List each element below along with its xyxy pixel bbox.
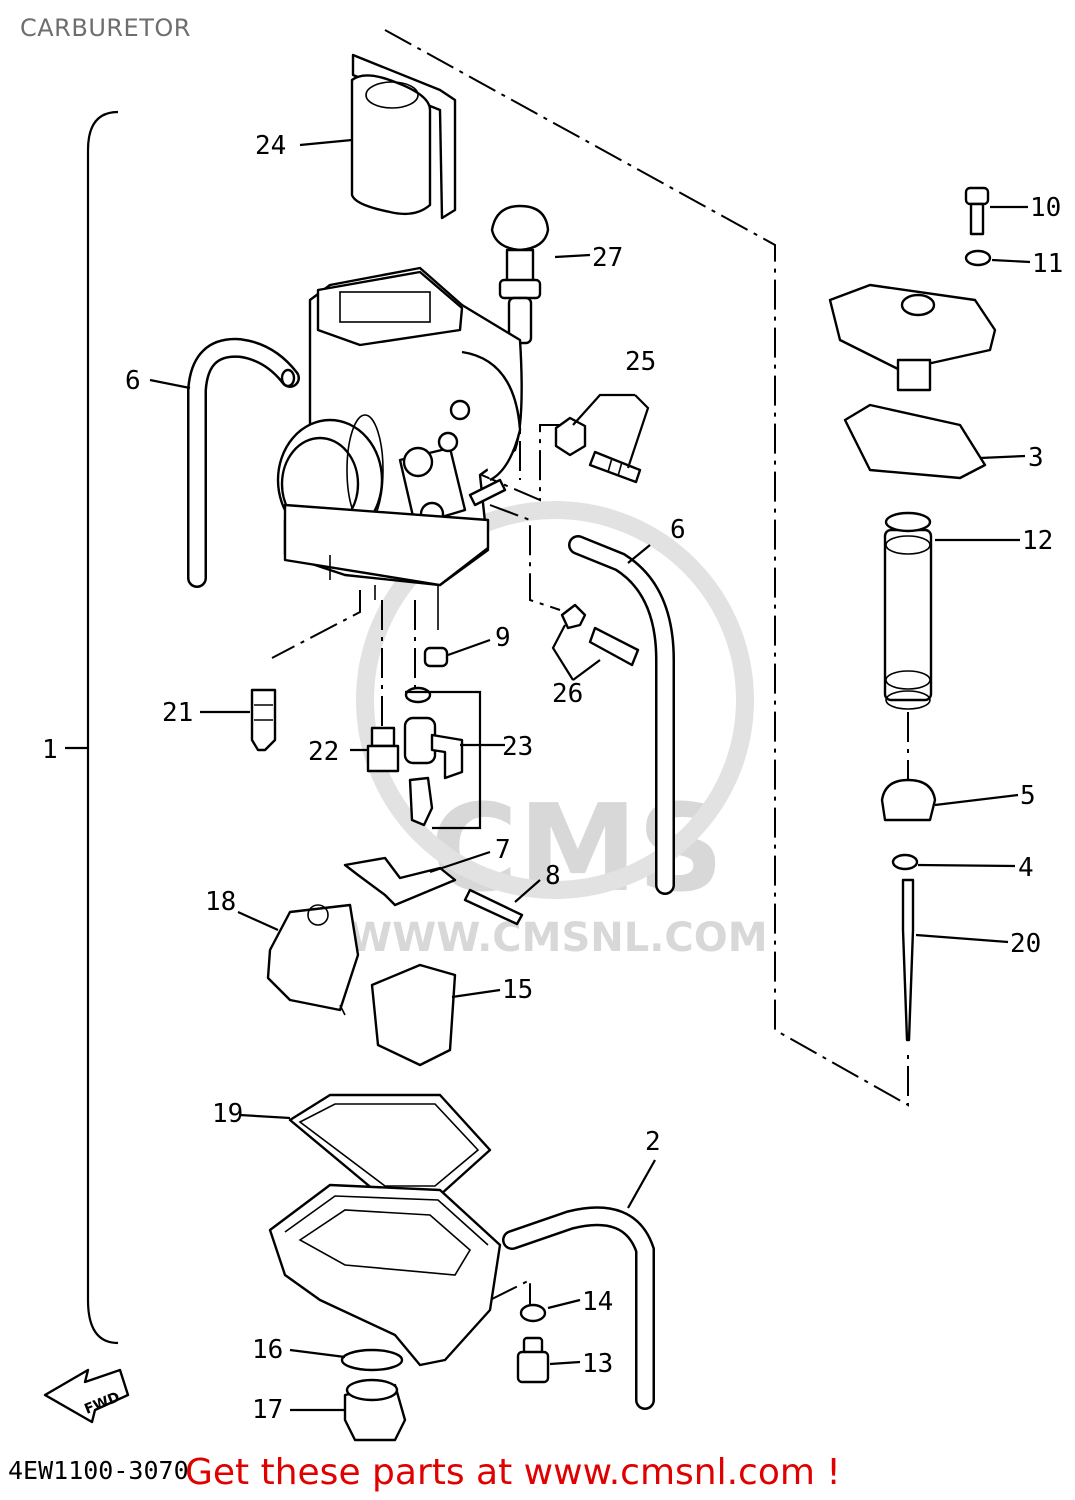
part-24-throttle-slide <box>350 53 457 220</box>
callout-18: 18 <box>205 887 236 917</box>
dash-line-26 <box>489 504 561 611</box>
part-14-washer <box>519 1303 547 1323</box>
part-code: 4EW1100-3070 <box>8 1456 189 1485</box>
fwd-arrow: FWD <box>43 1368 130 1424</box>
callout-14: 14 <box>582 1287 613 1317</box>
part-19-gasket <box>288 1093 492 1197</box>
callout-12: 12 <box>1022 526 1053 556</box>
callout-25: 25 <box>625 347 656 377</box>
callout-20: 20 <box>1010 929 1041 959</box>
part-12-spring <box>883 511 933 710</box>
part-5-holder <box>880 778 937 822</box>
part-4-clip <box>891 853 919 871</box>
part-16-o-ring <box>340 1348 404 1372</box>
callout-19: 19 <box>212 1099 243 1129</box>
dashed-frame <box>384 29 909 1107</box>
part-26-screw-set <box>560 603 640 667</box>
callout-1: 1 <box>42 735 58 765</box>
dash-line-25 <box>469 424 560 502</box>
part-10-screw <box>964 186 990 236</box>
part-15-float <box>370 963 457 1067</box>
callout-6-right: 6 <box>670 515 686 545</box>
callout-24: 24 <box>255 131 286 161</box>
part-13-screw <box>516 1336 550 1384</box>
callout-10: 10 <box>1030 193 1061 223</box>
part-27-starter-plunger <box>490 204 550 345</box>
callout-17: 17 <box>252 1395 283 1425</box>
part-20-jet-needle <box>901 878 915 1042</box>
float-bowl <box>268 1183 502 1367</box>
part-8-float-pin <box>463 888 524 926</box>
watermark-url: WWW.CMSNL.COM <box>348 915 768 961</box>
callout-11: 11 <box>1032 249 1063 279</box>
leader-lines <box>65 138 1031 1412</box>
dash-line-21 <box>271 590 361 659</box>
page-title: CARBURETOR <box>20 14 191 42</box>
part-23-needle-valve <box>403 716 464 827</box>
callout-16: 16 <box>252 1335 283 1365</box>
o-ring-small <box>404 686 432 704</box>
part-3-gasket <box>843 403 987 480</box>
assembly-bracket <box>86 110 119 1345</box>
callout-4: 4 <box>1018 853 1034 883</box>
callout-7: 7 <box>495 835 511 865</box>
callout-15: 15 <box>502 975 533 1005</box>
part-17-drain-plug <box>343 1378 407 1442</box>
watermark-emblem <box>356 501 754 899</box>
callout-27: 27 <box>592 243 623 273</box>
callout-8: 8 <box>545 861 561 891</box>
callout-2: 2 <box>645 1127 661 1157</box>
dash-line-14 <box>489 1278 531 1310</box>
carburetor-body <box>276 266 523 630</box>
callout-labels: 1 2 3 4 5 6 6 7 8 9 10 11 12 13 14 15 16… <box>42 131 1063 1425</box>
callout-5: 5 <box>1020 781 1036 811</box>
callout-23: 23 <box>502 732 533 762</box>
part-21-pilot-jet <box>250 688 277 752</box>
part-18-float <box>266 903 360 1016</box>
callout-13: 13 <box>582 1349 613 1379</box>
callout-22: 22 <box>308 737 339 767</box>
callout-6-left: 6 <box>125 366 141 396</box>
part-22-main-jet <box>366 726 400 773</box>
part-25-screw-set <box>554 416 642 484</box>
callout-9: 9 <box>495 623 511 653</box>
callout-21: 21 <box>162 698 193 728</box>
callout-3: 3 <box>1028 443 1044 473</box>
top-cap <box>828 283 997 392</box>
footer-link-text[interactable]: Get these parts at www.cmsnl.com ! <box>185 1452 841 1493</box>
part-7-plate <box>343 856 457 907</box>
callout-26: 26 <box>552 679 583 709</box>
part-6-vent-hose-left <box>187 337 300 588</box>
part-11-washer <box>964 249 992 267</box>
part-9-washer <box>423 646 449 668</box>
